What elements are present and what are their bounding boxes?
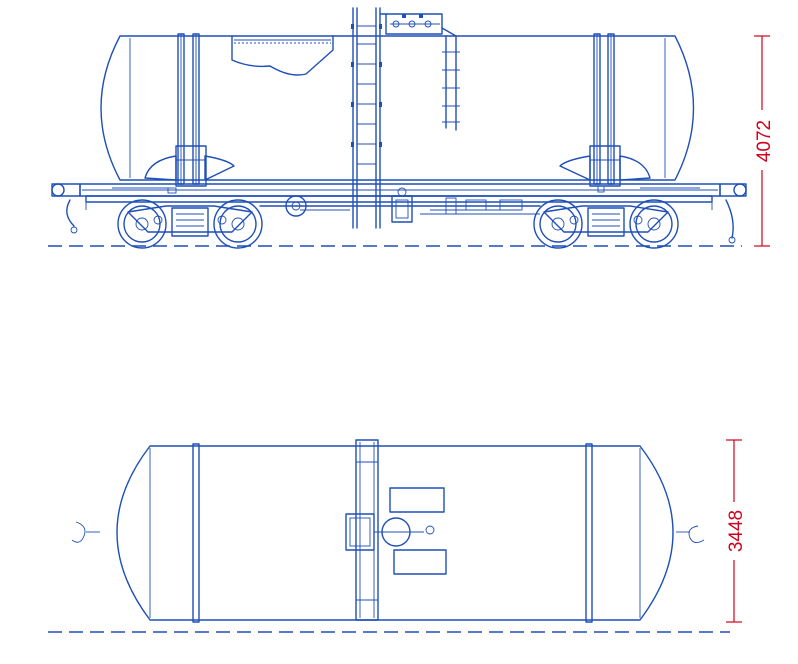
bogie-right	[533, 199, 679, 249]
bogie-left	[117, 199, 263, 249]
height-dimension-label: 4072	[754, 120, 775, 162]
width-dimension-label: 3448	[726, 510, 747, 552]
height-dimension: 4072	[754, 35, 775, 247]
top-coupler-left	[71, 521, 100, 543]
top-panel-lower	[393, 549, 447, 575]
side-view	[48, 7, 747, 249]
cutaway-section	[231, 35, 334, 76]
tank-band-right	[593, 33, 615, 185]
top-manhole	[345, 513, 435, 551]
tank-band-left	[177, 33, 200, 185]
tank-shell-side	[100, 35, 695, 181]
saddle-left	[144, 145, 235, 187]
top-coupler-right	[676, 525, 705, 543]
coupler-left	[51, 183, 87, 234]
coupler-right	[711, 183, 747, 244]
tank-shell-top	[116, 445, 674, 621]
top-walkway	[355, 439, 379, 621]
saddle-right	[559, 145, 651, 187]
width-dimension: 3448	[726, 439, 747, 623]
dome-valve-assembly	[379, 13, 460, 131]
top-band-left	[192, 443, 200, 623]
top-view	[48, 439, 730, 633]
ladder	[351, 7, 382, 229]
top-band-right	[585, 443, 593, 623]
brake-rigging	[259, 187, 541, 223]
top-panel-upper	[389, 487, 445, 513]
